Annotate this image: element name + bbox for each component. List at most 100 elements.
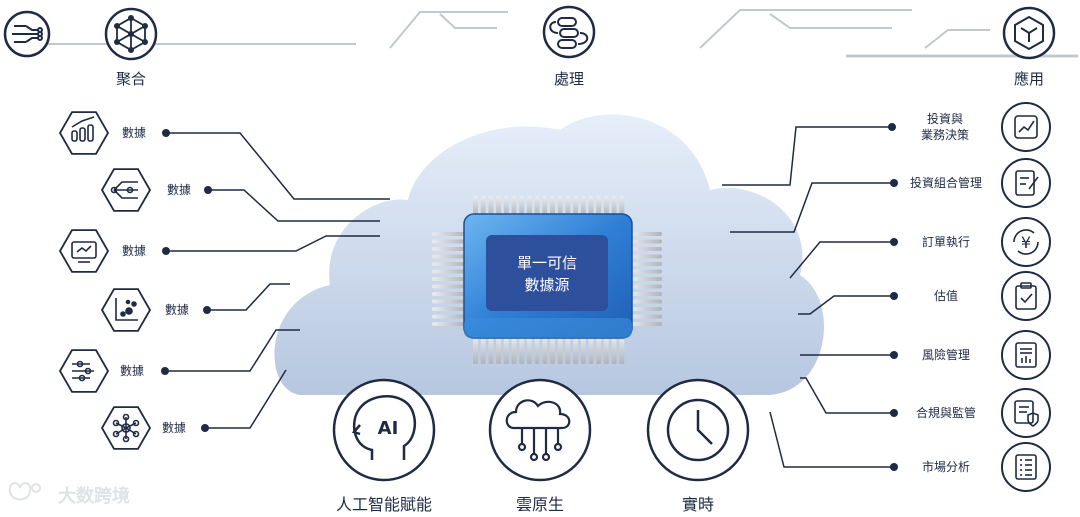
- chip-pin-left: [432, 300, 466, 304]
- chip-pin-left: [432, 315, 466, 319]
- center-title-line2: 數據源: [524, 276, 569, 294]
- cloud-native-label: 雲原生: [516, 495, 564, 514]
- chip-pin-top: [512, 196, 517, 216]
- ai-capability: AI 人工智能賦能: [334, 380, 434, 514]
- chip-pin-right: [630, 247, 662, 251]
- right-icon-circle: [1002, 443, 1050, 491]
- chip-pin-left: [432, 277, 466, 281]
- process-label: 處理: [554, 70, 584, 88]
- left-connector-line: [166, 133, 390, 199]
- chip-pin-right: [630, 255, 662, 259]
- right-connector-dot: [890, 351, 898, 359]
- chip-pin-top: [612, 196, 617, 216]
- center-title-line1: 單一可信: [517, 254, 577, 272]
- right-icon-circle: [1002, 159, 1050, 207]
- chip-pin-right: [630, 300, 662, 304]
- left-connector-dot: [161, 367, 169, 375]
- right-connector-dot: [890, 463, 898, 471]
- cloud-native-capability: 雲原生: [490, 380, 590, 514]
- right-item-label: 訂單執行: [922, 234, 970, 249]
- right-item-label-line2: 業務決策: [921, 128, 969, 142]
- chip-pin-top: [573, 196, 578, 216]
- chip-label-panel: [486, 235, 608, 311]
- left-connector-line: [208, 190, 380, 221]
- ai-icon-text: AI: [378, 418, 399, 439]
- chip-pin-bottom: [619, 336, 624, 364]
- right-connector-dot: [890, 292, 898, 300]
- chip-pin-left: [432, 247, 466, 251]
- chip-pin-top: [604, 196, 609, 216]
- chip-pin-right: [630, 315, 662, 319]
- chip-pin-left: [432, 307, 466, 311]
- right-item-label: 風險管理: [922, 347, 970, 362]
- chip-pin-bottom: [473, 336, 478, 364]
- left-item-label: 數據: [167, 183, 191, 197]
- chip-pin-top: [504, 196, 509, 216]
- right-connector-line: [722, 127, 892, 185]
- chip-pin-bottom: [527, 336, 532, 364]
- chip-pin-top: [535, 196, 540, 216]
- watermark: 大数跨境: [10, 483, 130, 507]
- chip-pin-bottom: [488, 336, 493, 364]
- right-connector-line: [770, 412, 894, 467]
- right-item-label: 投資組合管理: [910, 175, 982, 190]
- right-connector-dot: [888, 123, 896, 131]
- chip-pin-right: [630, 262, 662, 266]
- chip-pin-right: [630, 277, 662, 281]
- chip-pin-top: [496, 196, 501, 216]
- chip-pin-bottom: [519, 336, 524, 364]
- chip-pin-left: [432, 292, 466, 296]
- realtime-capability: 實時: [648, 380, 748, 514]
- right-application-item: ¥ 訂單執行: [790, 218, 1050, 278]
- chip-pin-right: [630, 307, 662, 311]
- chip-pin-top: [473, 196, 478, 216]
- right-item-label: 合規與監管: [916, 405, 976, 420]
- cloud-native-circle: [490, 380, 590, 480]
- right-item-label: 估值: [934, 288, 958, 303]
- chip-pin-bottom: [596, 336, 601, 364]
- left-data-item: 數據: [102, 370, 286, 449]
- chip-pin-bottom: [542, 336, 547, 364]
- chip-pin-bottom: [565, 336, 570, 364]
- right-icon-circle: [1002, 389, 1050, 437]
- left-item-label: 數據: [120, 364, 144, 378]
- realtime-label: 實時: [682, 495, 714, 514]
- left-connector-dot: [162, 247, 170, 255]
- chip-pin-right: [630, 285, 662, 289]
- right-application-item: 風險管理: [800, 331, 1050, 379]
- left-item-label: 數據: [165, 303, 189, 317]
- left-connector-dot: [204, 186, 212, 194]
- chip-pin-bottom: [535, 336, 540, 364]
- left-item-label: 數據: [162, 421, 186, 435]
- chip-pin-right: [630, 232, 662, 236]
- right-item-label: 市場分析: [922, 459, 970, 474]
- chip-pin-bottom: [589, 336, 594, 364]
- chip-pin-top: [565, 196, 570, 216]
- chip-pin-left: [432, 285, 466, 289]
- yen-symbol-icon: ¥: [1021, 233, 1031, 252]
- chip-pin-left: [432, 232, 466, 236]
- apply-icon: [1004, 8, 1054, 58]
- left-connector-dot: [203, 306, 211, 314]
- right-application-item: 估值: [798, 272, 1050, 320]
- chip-pin-bottom: [496, 336, 501, 364]
- chip-pin-left: [432, 262, 466, 266]
- ai-label: 人工智能賦能: [336, 495, 432, 514]
- chip-pin-top: [542, 196, 547, 216]
- apply-label: 應用: [1014, 70, 1044, 88]
- left-hexagon: [60, 230, 108, 272]
- chip-pin-bottom: [550, 336, 555, 364]
- left-connector-line: [205, 370, 286, 428]
- chip-pin-top: [519, 196, 524, 216]
- chip-pin-top: [558, 196, 563, 216]
- left-data-item: 數據: [60, 330, 300, 392]
- chip-pin-left: [432, 322, 466, 326]
- chip-pin-bottom: [604, 336, 609, 364]
- top-left-stream-icon: [5, 12, 49, 56]
- left-data-item: 數據: [102, 169, 380, 221]
- chip-pin-top: [581, 196, 586, 216]
- chip-pin-left: [432, 255, 466, 259]
- right-connector-line: [800, 378, 894, 413]
- chip-pin-right: [630, 270, 662, 274]
